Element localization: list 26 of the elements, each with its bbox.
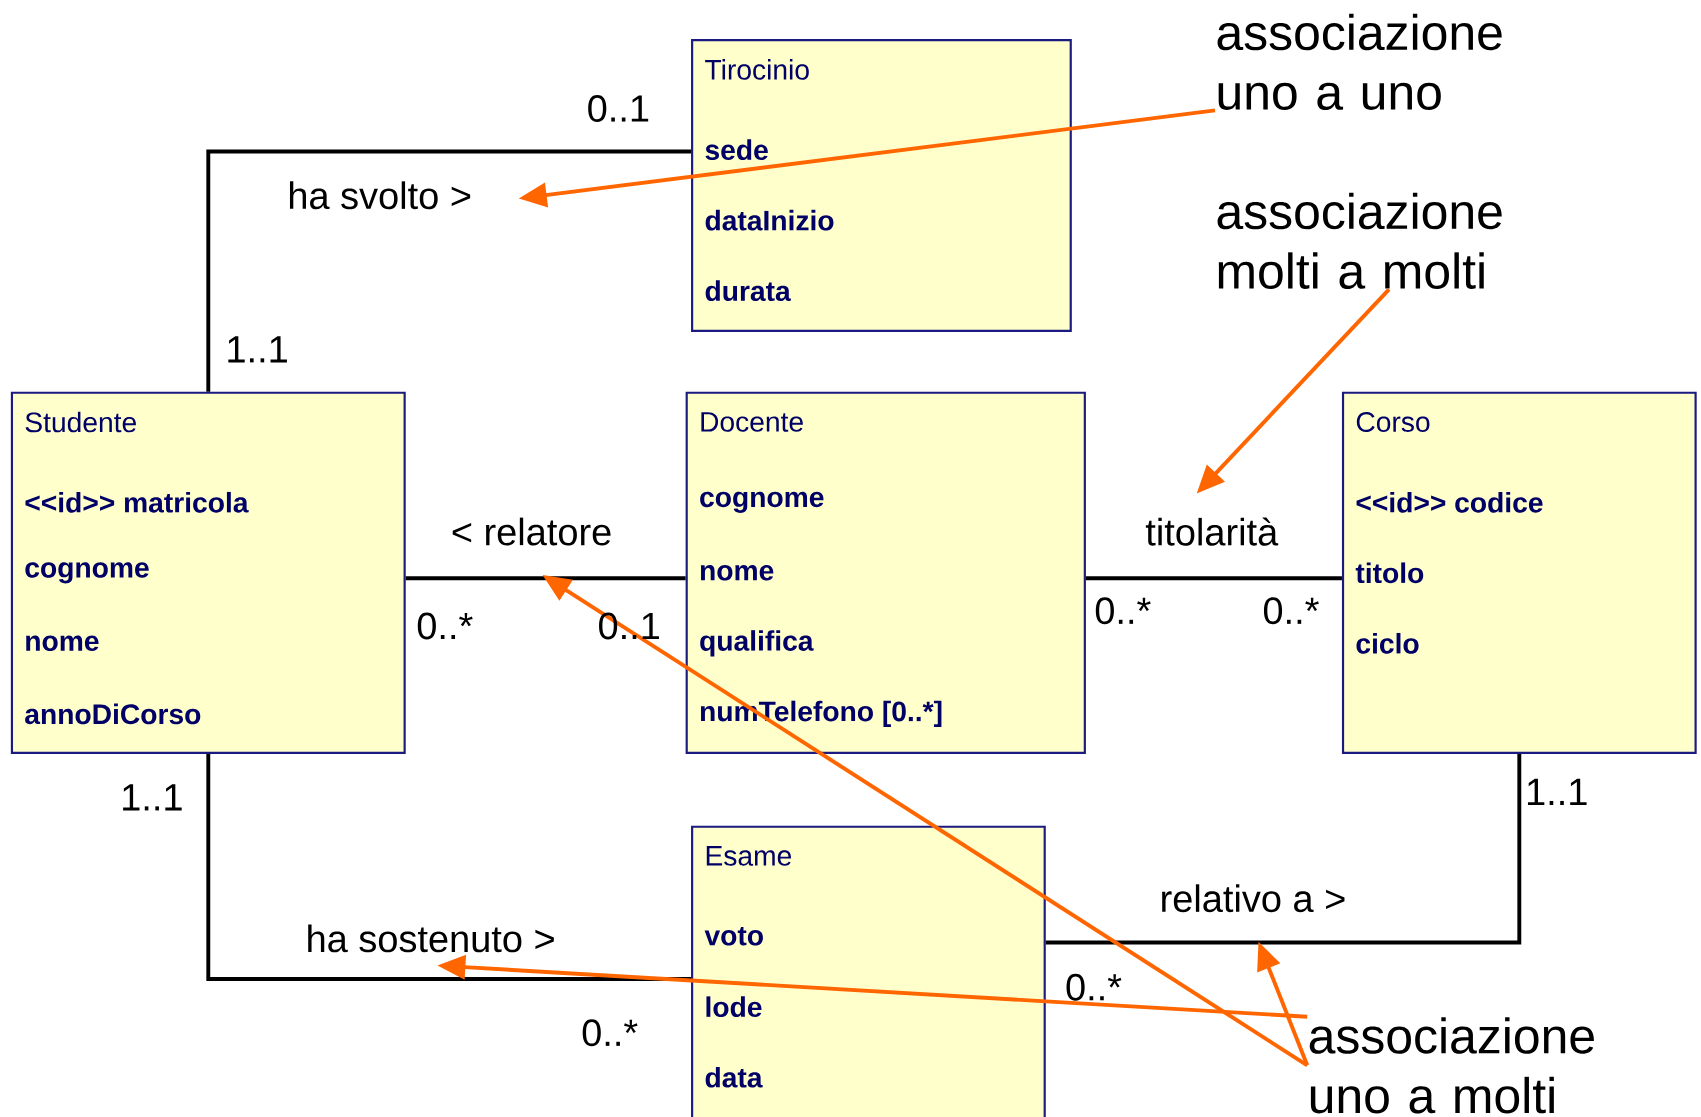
class-box: Studente <<id>> matricola cognome nome annoDiCorso: [10, 391, 406, 754]
class-box: Tirocinio sede dataInizio durata: [691, 38, 1072, 332]
edge-label: < relatore: [448, 515, 615, 548]
edge-label: ha svolto >: [285, 179, 475, 212]
multiplicity-label: 0..*: [1095, 597, 1151, 625]
association-line: [206, 149, 692, 392]
multiplicity-label: 0..*: [417, 612, 473, 640]
annotation-text: associazione uno a uno: [1217, 13, 1502, 110]
multiplicity-label: 0..*: [1263, 597, 1319, 625]
multiplicity-label: 1..1: [1527, 778, 1587, 805]
association-line: [1085, 576, 1342, 580]
multiplicity-label: 0..*: [582, 1019, 638, 1047]
class-box: Esame voto lode data: [691, 825, 1046, 1117]
multiplicity-label: 1..1: [228, 336, 287, 363]
class-box: Corso <<id>> codice titolo ciclo: [1341, 391, 1697, 754]
multiplicity-label: 1..1: [123, 784, 182, 811]
multiplicity-label: 0..1: [588, 94, 649, 122]
annotation-text: associazione molti a molti: [1217, 192, 1502, 289]
association-line: [405, 576, 686, 580]
multiplicity-label: 0..*: [1066, 973, 1122, 1001]
association-line: [206, 753, 692, 981]
edge-label: relativo a >: [1157, 881, 1349, 915]
edge-label: titolarità: [1143, 515, 1281, 548]
edge-label: ha sostenuto >: [303, 922, 558, 955]
association-line: [1045, 753, 1522, 945]
annotation-text: associazione uno a molti: [1309, 1016, 1594, 1114]
